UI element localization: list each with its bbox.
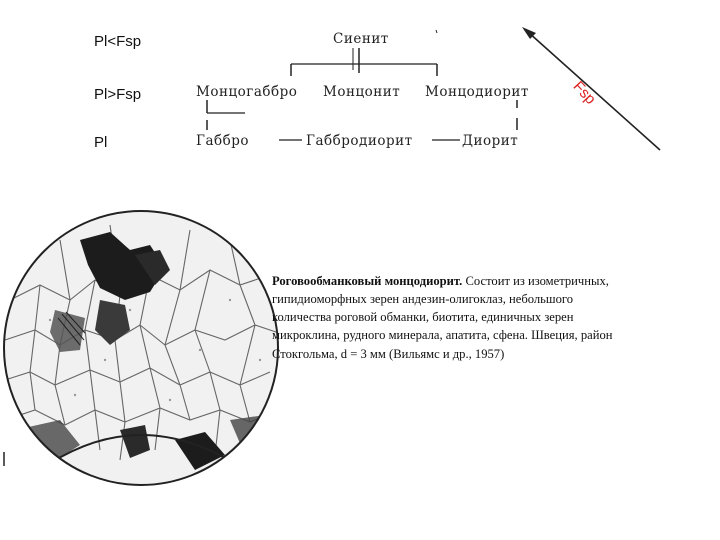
caption-title: Роговообманковый монцодиорит. — [272, 274, 463, 288]
caption: Роговообманковый монцодиорит. Состоит из… — [272, 272, 632, 363]
rock-monzogabbro: Монцогаббро — [196, 84, 298, 100]
row-label-pl-lt-fsp: Pl<Fsp — [94, 33, 142, 50]
rock-syenite: Сиенит — [333, 31, 389, 47]
rock-diorite: Диорит — [462, 133, 519, 149]
rock-gabbro: Габбро — [196, 133, 250, 149]
caption-text: Состоит из изометричных, гипидиоморфных … — [272, 274, 613, 361]
rock-monzodiorite: Монцодиорит — [425, 84, 529, 100]
row-label-pl: Pl — [94, 134, 108, 151]
row-label-pl-gt-fsp: Pl>Fsp — [94, 86, 142, 103]
rock-gabbrodiorite: Габбродиорит — [306, 133, 413, 149]
rock-monzonite: Монцонит — [323, 84, 401, 100]
